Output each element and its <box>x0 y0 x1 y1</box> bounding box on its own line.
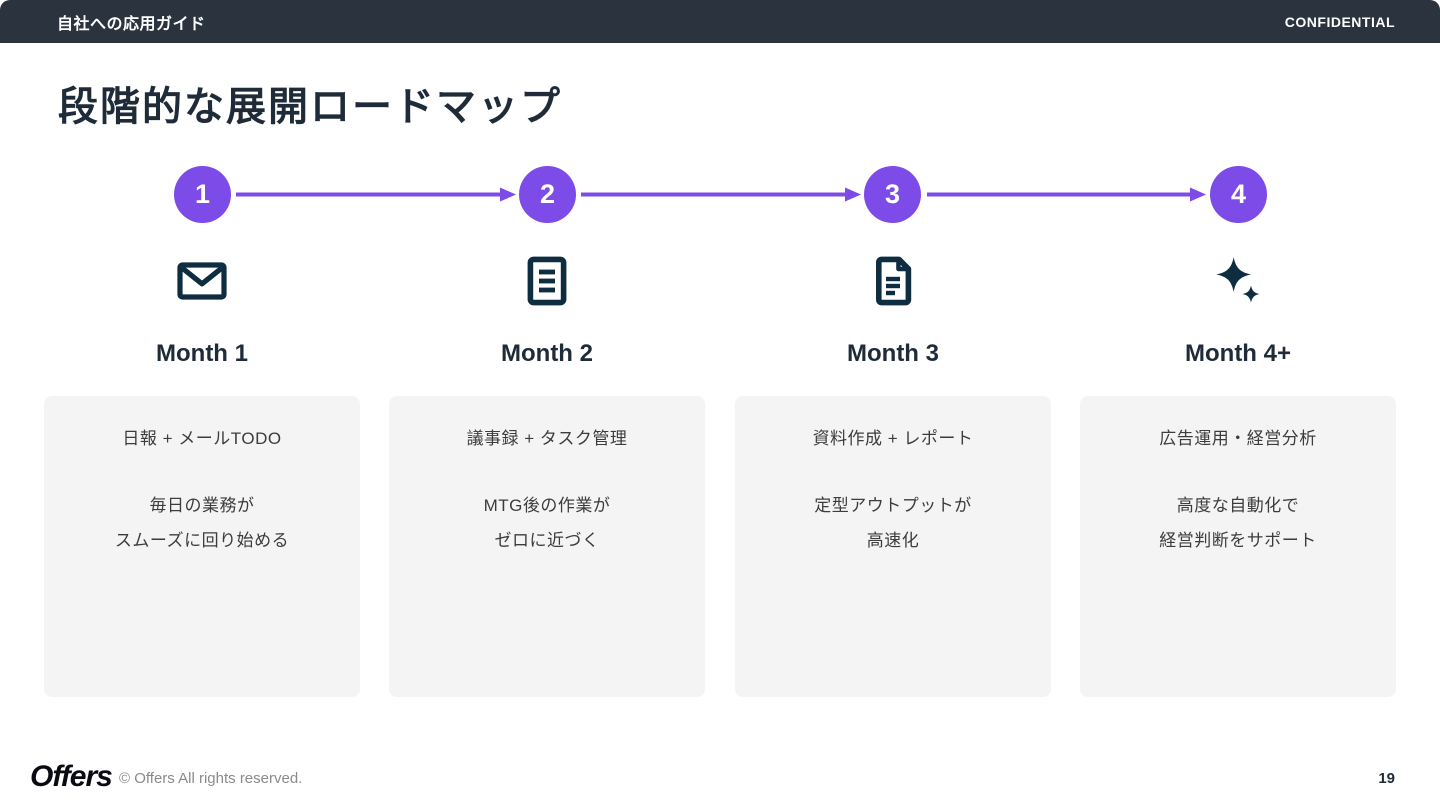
phase-3-card: 資料作成 + レポート 定型アウトプットが 高速化 <box>735 396 1051 697</box>
phase-3-number-badge: 3 <box>864 166 921 223</box>
slide-header-bar: 自社への応用ガイド CONFIDENTIAL <box>0 0 1440 43</box>
document-icon <box>872 255 914 307</box>
phase-2-card: 議事録 + タスク管理 MTG後の作業が ゼロに近づく <box>389 396 705 697</box>
page-number: 19 <box>1378 770 1395 787</box>
phase-4-number-badge: 4 <box>1210 166 1267 223</box>
mail-icon <box>176 255 228 307</box>
phase-2-card-title: 議事録 + タスク管理 <box>466 429 628 448</box>
phase-column-month-4: Month 4+ 広告運用・経営分析 高度な自動化で 経営判断をサポート <box>1080 255 1396 697</box>
phase-4-card-title: 広告運用・経営分析 <box>1159 429 1317 448</box>
phase-column-month-1: Month 1 日報 + メールTODO 毎日の業務が スムーズに回り始める <box>44 255 360 697</box>
offers-logo: Offers <box>30 760 113 793</box>
confidential-badge: CONFIDENTIAL <box>1284 13 1395 30</box>
phase-3-card-title: 資料作成 + レポート <box>812 429 974 448</box>
phase-column-month-2: Month 2 議事録 + タスク管理 MTG後の作業が ゼロに近づく <box>389 255 705 697</box>
month-4-label: Month 4+ <box>1185 340 1291 367</box>
phase-3-card-body: 定型アウトプットが 高速化 <box>814 496 972 550</box>
month-1-label: Month 1 <box>156 340 248 367</box>
slide-section-label: 自社への応用ガイド <box>57 15 206 33</box>
phase-1-card: 日報 + メールTODO 毎日の業務が スムーズに回り始める <box>44 396 360 697</box>
phase-4-card-body: 高度な自動化で 経営判断をサポート <box>1159 496 1317 550</box>
phase-1-number-badge: 1 <box>174 166 231 223</box>
phase-column-month-3: Month 3 資料作成 + レポート 定型アウトプットが 高速化 <box>735 255 1051 697</box>
copyright-text: © Offers All rights reserved. <box>119 770 303 787</box>
page-title: 段階的な展開ロードマップ <box>58 85 562 129</box>
phase-2-number-badge: 2 <box>519 166 576 223</box>
list-document-icon <box>526 255 568 307</box>
roadmap-timeline: 1 2 3 4 <box>0 166 1440 224</box>
phase-1-card-body: 毎日の業務が スムーズに回り始める <box>114 496 290 550</box>
phase-2-card-body: MTG後の作業が ゼロに近づく <box>483 496 611 550</box>
phase-1-card-title: 日報 + メールTODO <box>122 429 282 448</box>
phase-connector-arrows <box>236 187 1206 202</box>
sparkles-icon <box>1212 255 1264 307</box>
phase-4-card: 広告運用・経営分析 高度な自動化で 経営判断をサポート <box>1080 396 1396 697</box>
month-3-label: Month 3 <box>847 340 939 367</box>
month-2-label: Month 2 <box>501 340 593 367</box>
